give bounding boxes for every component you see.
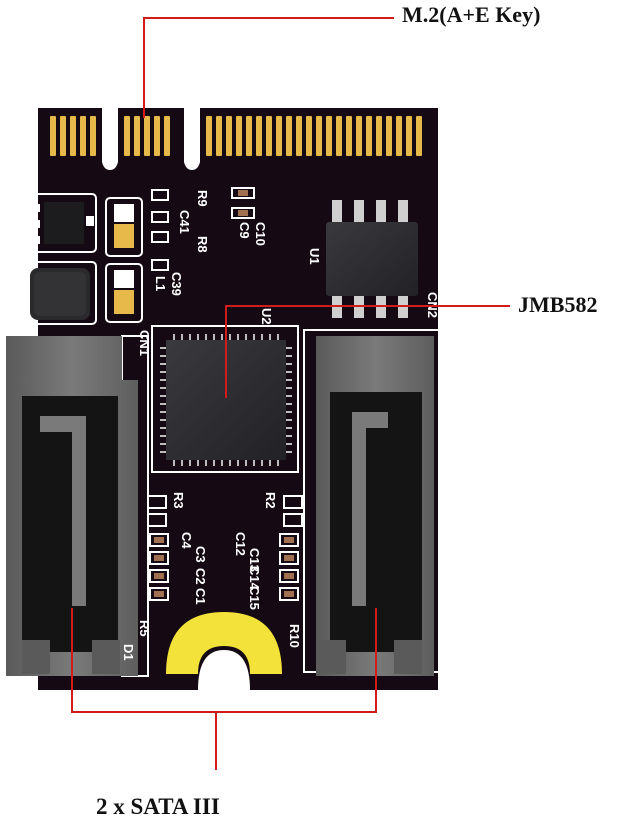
sata-connector-left	[6, 335, 149, 677]
silk-c3: C3	[193, 546, 208, 563]
silk-c4: C4	[179, 532, 194, 549]
silk-c39: C39	[169, 272, 184, 296]
silk-c15: C15	[247, 586, 262, 610]
inductor	[19, 261, 97, 325]
sata-connector-right	[303, 329, 445, 676]
gold-contacts	[50, 116, 422, 156]
callout-line-m2	[143, 17, 394, 118]
silk-r2: R2	[263, 492, 278, 509]
silk-c12: C12	[233, 532, 248, 556]
callout-label-sata-ports: 2 x SATA III	[96, 794, 220, 819]
callout-lines	[71, 17, 510, 770]
silk-c1: C1	[193, 588, 208, 605]
silk-d1: D1	[121, 644, 136, 661]
callout-line-sata	[71, 608, 377, 713]
silk-u2: U2	[259, 308, 274, 325]
capacitors-gold	[105, 197, 143, 323]
silk-c13: C13	[247, 548, 262, 572]
silk-l1: L1	[153, 276, 168, 291]
decoupling-capacitors	[147, 495, 303, 601]
silk-r9: R9	[195, 190, 210, 207]
silk-r5: R5	[137, 620, 152, 637]
silk-u1: U1	[307, 248, 322, 265]
silk-r8: R8	[195, 236, 210, 253]
silk-c10: C10	[253, 222, 268, 246]
callout-label-m2-key: M.2(A+E Key)	[402, 2, 541, 27]
silk-c14: C14	[247, 566, 262, 591]
callout-line-jmb582	[225, 305, 510, 398]
silk-cn1: CN1	[137, 330, 152, 356]
silk-r3: R3	[171, 492, 186, 509]
silk-c41: C41	[177, 210, 192, 234]
silk-r10: R10	[287, 624, 302, 648]
mounting-hole	[166, 612, 282, 690]
callout-label-controller: JMB582	[518, 292, 598, 317]
small-resistors	[151, 187, 255, 271]
voltage-regulator	[19, 193, 97, 253]
silk-c9: C9	[237, 222, 252, 239]
silk-c2: C2	[193, 568, 208, 585]
